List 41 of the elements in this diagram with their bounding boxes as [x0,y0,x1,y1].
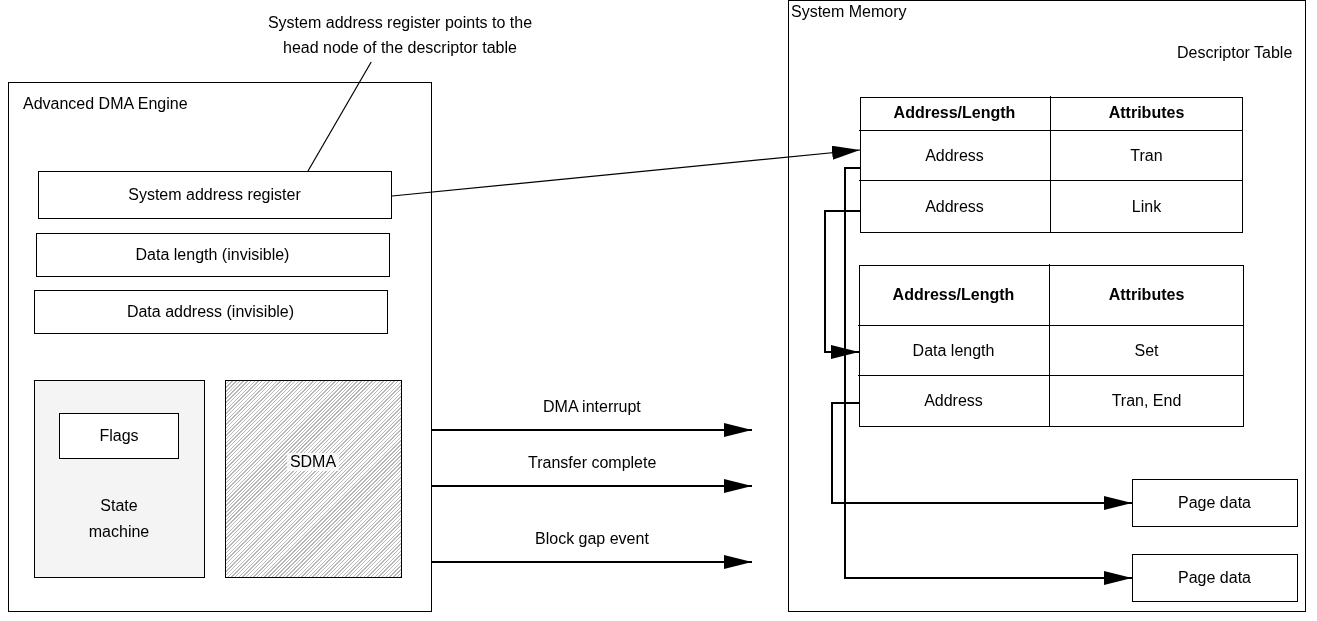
arrow [431,479,753,493]
table-header-cell: Attributes [1051,96,1242,131]
table-cell: Address [859,181,1051,232]
table-cell: Tran, End [1050,376,1243,426]
arrow [831,402,1133,510]
register-box: Data address (invisible) [33,289,388,334]
edge-label: DMA interrupt [541,398,643,416]
table-cell: Tran [1051,131,1242,181]
table-header-cell: Address/Length [859,96,1051,131]
arrow [431,555,753,569]
panel-box [8,82,432,612]
arrow [431,423,753,437]
block-label: SDMA [286,452,340,471]
note-text: System address register points to the head node of the descriptor table [240,8,560,62]
leader-line [307,61,372,172]
block-label: State machine [87,495,151,542]
edge-label: Block gap event [533,530,651,548]
table-header-cell: Attributes [1050,264,1243,326]
descriptor-table [859,96,1243,233]
arrow [844,167,1133,585]
table-cell: Set [1050,326,1243,376]
table-cell: Address [859,131,1051,181]
register-box: System address register [37,170,392,219]
hatched-block [224,379,402,578]
table-cell: Address [858,376,1050,426]
arrow [824,210,861,359]
arrow [391,145,861,197]
register-box: Flags [59,413,179,459]
table-cell: Link [1051,181,1242,232]
panel-title: System Memory [791,3,907,21]
heading-label: Descriptor Table [1175,44,1295,62]
register-box: Page data [1131,553,1298,602]
register-box: Data length (invisible) [35,232,390,277]
panel-box [788,0,1306,612]
register-box: Page data [1131,478,1298,527]
panel-title: Advanced DMA Engine [23,95,188,113]
descriptor-table [858,264,1244,427]
table-header-cell: Address/Length [858,264,1050,326]
edge-label: Transfer complete [526,454,659,472]
table-cell: Data length [858,326,1050,376]
state-machine-box [33,379,205,578]
